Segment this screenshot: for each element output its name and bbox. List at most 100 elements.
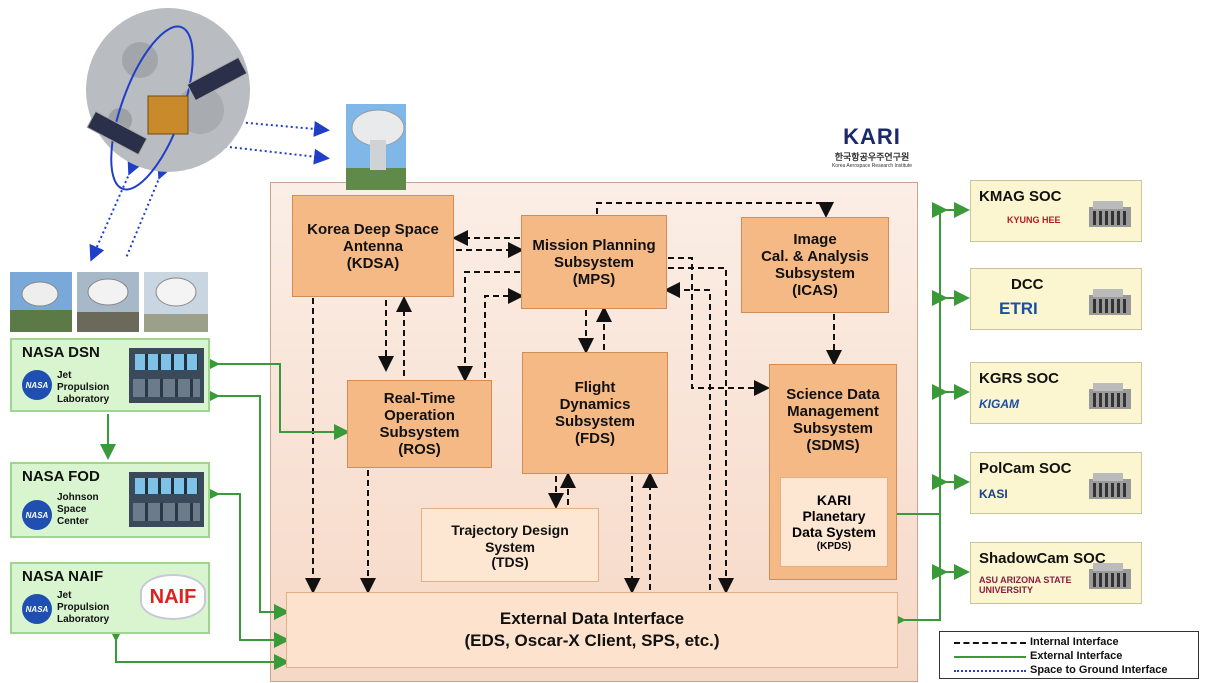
ros-line-4: (ROS) — [398, 441, 441, 458]
legend-item-internal: Internal Interface — [954, 636, 1194, 649]
soc-dcc: DCC ETRI — [970, 268, 1142, 330]
building-icon — [1089, 289, 1131, 315]
kari-korean-name: 한국항공우주연구원 — [834, 152, 910, 162]
soc-title: KMAG SOC — [979, 188, 1062, 205]
kdsa-line-3: (KDSA) — [346, 254, 400, 272]
kdsa-antenna-photo — [346, 104, 406, 190]
fds-line-2: Dynamics — [559, 396, 631, 413]
mps-line-2: Subsystem — [553, 253, 635, 271]
sdms-box: Science Data Management Subsystem (SDMS) — [770, 378, 896, 462]
kpds-abbr: (KPDS) — [816, 540, 852, 552]
ros-line-3: Subsystem — [379, 424, 460, 441]
edi-line-1: External Data Interface — [499, 609, 685, 628]
etri-logo: ETRI — [999, 299, 1038, 318]
nasa-fod-org-line: Space — [57, 504, 87, 515]
soc-kgrs: KGRS SOC KIGAM — [970, 362, 1142, 424]
moon-orbiter-illustration — [86, 8, 250, 191]
nasa-fod-title: NASA FOD — [22, 468, 100, 485]
solar-panel-icon — [86, 110, 148, 156]
legend-label: Space to Ground Interface — [1030, 664, 1168, 676]
nasa-dsn-org: Jet Propulsion Laboratory — [57, 370, 109, 406]
mps-line-1: Mission Planning — [532, 236, 656, 254]
building-icon — [1089, 563, 1131, 589]
kari-logo-mark: KARI — [843, 124, 901, 149]
tds-line-2: System — [485, 538, 535, 555]
ros-line-2: Operation — [384, 407, 455, 424]
space-link-kdsa-2 — [219, 145, 330, 165]
kdsa-line-1: Korea Deep Space — [307, 220, 439, 238]
mps-line-3: (MPS) — [572, 270, 616, 288]
space-link-dsn-1 — [89, 157, 143, 262]
orbiter-icon — [147, 95, 189, 135]
kdsa-line-2: Antenna — [343, 237, 403, 255]
nasa-fod-org-line: Johnson — [57, 492, 99, 503]
fds-box: Flight Dynamics Subsystem (FDS) — [522, 352, 668, 474]
nasa-naif-org: Jet Propulsion Laboratory — [57, 590, 109, 626]
ros-box: Real-Time Operation Subsystem (ROS) — [347, 380, 492, 468]
mps-box: Mission Planning Subsystem (MPS) — [521, 215, 667, 309]
tds-box: Trajectory Design System (TDS) — [421, 508, 599, 582]
soc-title: KGRS SOC — [979, 370, 1060, 387]
kpds-line-1: KARI — [816, 491, 852, 508]
nasa-fod-org-line: Center — [57, 516, 89, 527]
legend-line-dashed — [954, 642, 1026, 644]
kigam-logo: KIGAM — [979, 397, 1019, 411]
nasa-dsn-org-line: Jet — [57, 370, 72, 381]
nasa-naif-org-line: Propulsion — [57, 602, 110, 613]
icas-line-4: (ICAS) — [792, 282, 838, 299]
nasa-dsn-org-line: Laboratory — [57, 394, 110, 405]
nasa-naif-org-line: Jet — [57, 590, 72, 601]
nasa-dsn-org-line: Propulsion — [57, 382, 110, 393]
kari-logo: KARI 한국항공우주연구원 Korea Aerospace Research … — [824, 124, 920, 180]
nasa-naif-org-line: Laboratory — [57, 614, 110, 625]
edi-line-2: (EDS, Oscar-X Client, SPS, etc.) — [464, 631, 720, 650]
kpds-line-3: Data System — [791, 523, 877, 540]
nasa-fod-org: Johnson Space Center — [57, 492, 99, 528]
nasa-fod-box: NASA FOD NASA Johnson Space Center — [10, 462, 210, 538]
soc-title: PolCam SOC — [979, 460, 1072, 477]
nasa-logo-icon: NASA — [22, 370, 52, 400]
soc-title: ShadowCam SOC — [979, 550, 1106, 567]
kasi-logo: KASI — [979, 487, 1008, 501]
control-room-photo — [129, 348, 204, 403]
kpds-box: KARI Planetary Data System (KPDS) — [780, 477, 888, 567]
sdms-line-1: Science Data — [786, 386, 880, 403]
ros-line-1: Real-Time — [383, 390, 456, 407]
fds-line-3: Subsystem — [554, 413, 636, 430]
sdms-line-3: Subsystem — [792, 420, 874, 437]
legend-label: Internal Interface — [1030, 636, 1119, 648]
kyunghee-logo: KYUNG HEE — [1007, 215, 1061, 225]
icas-line-1: Image — [793, 231, 837, 248]
nasa-logo-icon: NASA — [22, 500, 52, 530]
asu-logo: ASU ARIZONA STATE UNIVERSITY — [979, 575, 1072, 595]
tds-line-1: Trajectory Design — [451, 521, 569, 538]
nasa-dsn-title: NASA DSN — [22, 344, 100, 361]
soc-title: DCC — [1011, 276, 1044, 293]
soc-shadowcam: ShadowCam SOC ASU ARIZONA STATE UNIVERSI… — [970, 542, 1142, 604]
icas-line-3: Subsystem — [774, 265, 856, 282]
external-data-interface-box: External Data Interface (EDS, Oscar-X Cl… — [286, 592, 898, 668]
legend-line-dotted — [954, 670, 1026, 672]
building-icon — [1089, 383, 1131, 409]
kpds-line-2: Planetary — [802, 507, 866, 524]
legend-line-solid — [954, 656, 1026, 658]
fds-line-4: (FDS) — [575, 430, 615, 447]
control-room-photo — [129, 472, 204, 527]
building-icon — [1089, 201, 1131, 227]
nasa-naif-box: NASA NAIF NASA Jet Propulsion Laboratory… — [10, 562, 210, 634]
kari-english-name: Korea Aerospace Research Institute — [831, 163, 913, 169]
kdsa-box: Korea Deep Space Antenna (KDSA) — [292, 195, 454, 297]
fds-line-1: Flight — [574, 379, 616, 396]
soc-polcam: PolCam SOC KASI — [970, 452, 1142, 514]
icas-line-2: Cal. & Analysis — [761, 248, 869, 265]
dsn-antenna-photos — [10, 272, 208, 332]
nasa-logo-icon: NASA — [22, 594, 52, 624]
legend-item-space: Space to Ground Interface — [954, 664, 1194, 677]
sdms-line-2: Management — [787, 403, 879, 420]
soc-kmag: KMAG SOC KYUNG HEE — [970, 180, 1142, 242]
nasa-naif-title: NASA NAIF — [22, 568, 104, 585]
legend-label: External Interface — [1030, 650, 1123, 662]
icas-box: Image Cal. & Analysis Subsystem (ICAS) — [741, 217, 889, 313]
legend: Internal Interface External Interface Sp… — [939, 631, 1199, 679]
